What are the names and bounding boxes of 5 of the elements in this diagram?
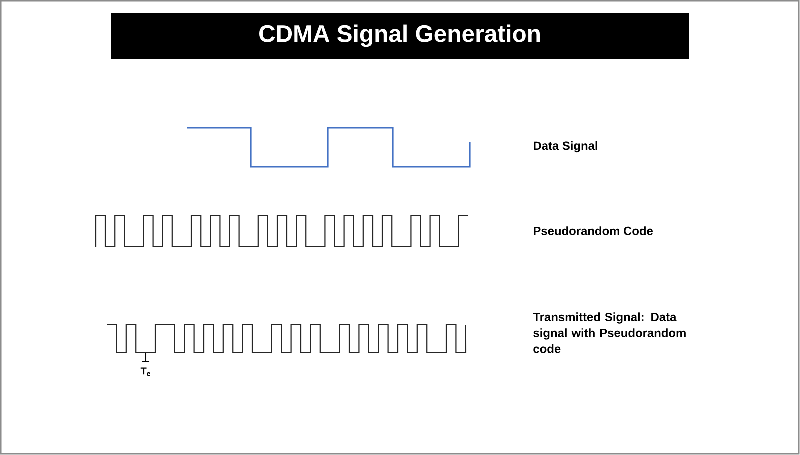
chip-period-label: T$_{e}$ (140, 368, 150, 376)
signal-label: Data Signal (534, 141, 598, 153)
signal-label: Pseudorandom Code (534, 226, 653, 236)
title-bar: CDMA Signal Generation (111, 13, 689, 59)
signal-label: Transmitted Signal: Data signal with Pseudorandom code (533, 312, 686, 354)
